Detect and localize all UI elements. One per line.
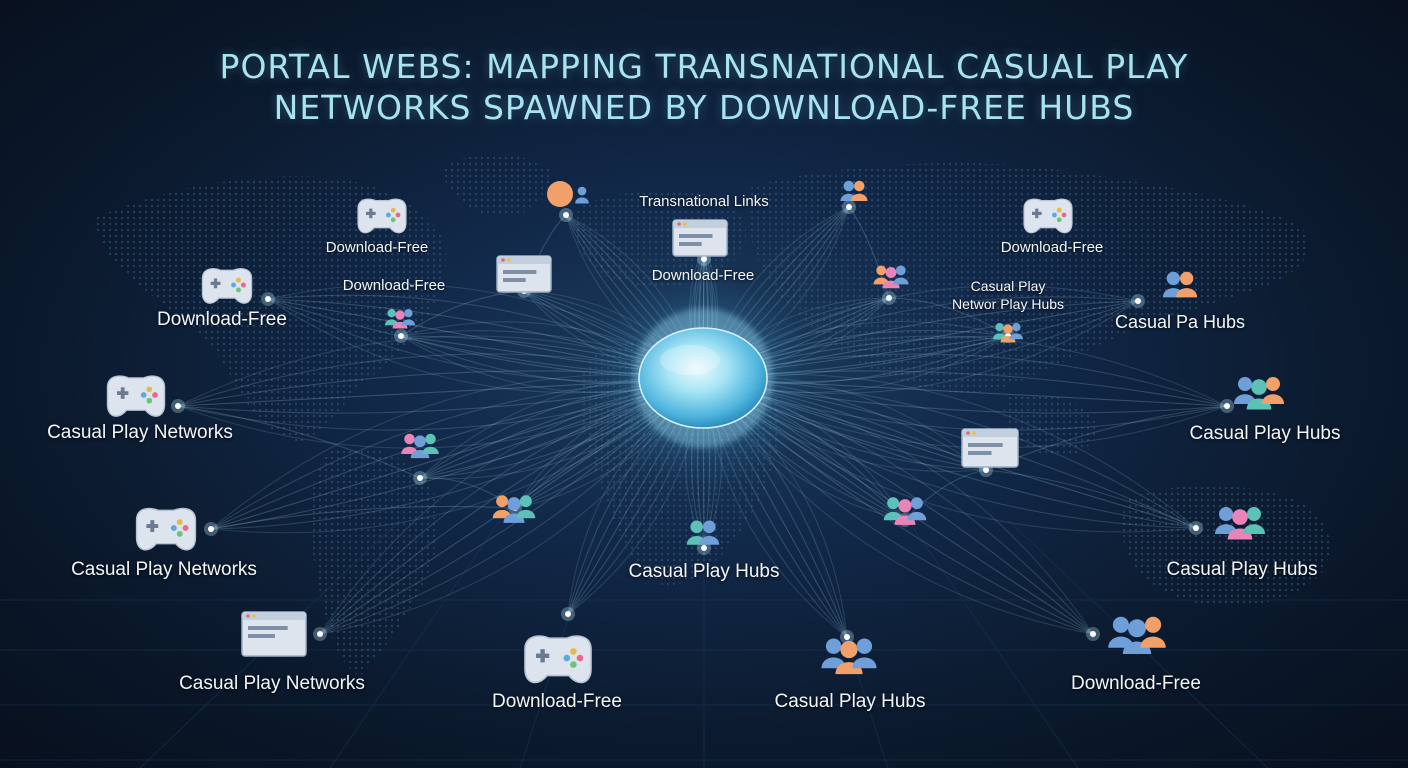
label-download-free-7: Download-Free [1071,673,1201,694]
gamepad-icon [1023,198,1073,234]
gamepad-icon [135,507,197,551]
southeast-asia-landmass [1003,393,1097,457]
node-point [1135,298,1141,304]
gamepad-icon [106,375,166,417]
label-download-free-6: Download-Free [492,691,622,712]
user-group-icon [492,495,536,523]
label-casual-play-line: Casual Play [970,278,1046,294]
node-point [208,526,214,532]
user-group-icon [873,265,909,289]
label-casual-pa-hubs: Casual Pa Hubs [1114,312,1246,332]
node-point [1090,631,1096,637]
node-point [563,212,569,218]
label-download-free-5: Download-Free [1000,239,1104,256]
link-line [904,469,987,521]
label-casual-play-hubs-4: Casual Play Hubs [774,691,926,712]
node-point [565,611,571,617]
node-point [1224,403,1230,409]
user-group-icon [686,520,720,545]
central-hub [583,258,823,498]
link-line [888,297,1009,337]
user-group-icon [883,497,927,525]
user-group-icon [840,180,868,201]
user-group-icon [1215,507,1265,540]
user-group-icon [1162,271,1198,298]
node-point [175,403,181,409]
label-download-free-1: Download-Free [325,239,429,256]
greenland-landmass [440,154,552,217]
label-casual-play-hubs-3: Casual Play Hubs [1166,559,1318,580]
node-point [983,467,989,473]
gamepad-icon [201,268,253,304]
node-icons [106,180,1284,684]
north-america-landmass [95,176,447,443]
australia-landmass [1121,485,1330,607]
link-line [210,505,516,530]
node-point [886,295,892,301]
label-casual-play-networks-2: Casual Play Networks [71,559,257,580]
label-download-free-4: Download-Free [157,309,287,330]
node-point [317,631,323,637]
user-group-icon [821,638,877,675]
label-casual-play-networ-play-hubs: Casual Play Networ Play Hubs [952,277,1064,313]
page-title-line-2: NETWORKS SPAWNED BY DOWNLOAD-FREE HUBS [273,88,1135,127]
user-group-icon [401,433,439,459]
browser-window-icon [241,611,307,657]
label-casual-play-networks-3: Casual Play Networks [179,673,365,694]
label-transnational-links: Transnational Links [639,193,769,210]
node-point [1193,525,1199,531]
user-group-icon [385,309,415,329]
user-group-icon [1234,377,1284,410]
hub-highlight [660,345,720,375]
label-casual-play-networks-1: Casual Play Networks [47,422,233,443]
network-nodes [171,200,1234,644]
browser-window-icon [672,219,728,257]
link-line [985,469,1197,529]
node-point [701,545,707,551]
asia-landmass [748,163,1310,393]
node-point [844,634,850,640]
link-line [177,405,421,479]
south-america-landmass [309,447,440,676]
browser-window-icon [496,255,552,293]
node-point [398,333,404,339]
user-group-icon [993,323,1023,343]
node-point [265,296,271,302]
gamepad-icon [524,635,592,684]
label-networ-play-hubs-line: Networ Play Hubs [951,296,1065,312]
node-point [701,256,707,262]
gamepad-icon [357,198,407,234]
page-title-line-1: PORTAL WEBS: MAPPING TRANSNATIONAL CASUA… [219,47,1189,86]
label-casual-play-hubs-1: Casual Play Hubs [1189,423,1341,444]
browser-window-icon [961,428,1019,468]
hub-sphere [638,327,768,429]
node-point [846,204,852,210]
node-point [417,475,423,481]
user-avatar-icon [547,181,589,207]
user-group-icon [1108,616,1166,655]
label-casual-play-hubs-2: Casual Play Hubs [628,561,780,582]
label-download-free-3: Download-Free [342,277,446,294]
label-download-free-2: Download-Free [651,267,755,284]
